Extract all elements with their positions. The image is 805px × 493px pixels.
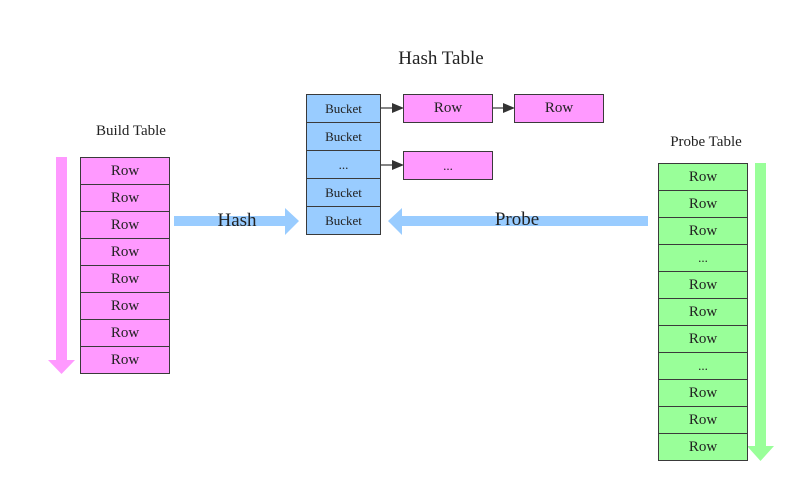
build-table-row: Row [80,265,170,293]
hash-bucket: Bucket [306,178,381,207]
probe-table-row: Row [658,325,748,353]
probe-table-title: Probe Table [670,134,742,150]
probe-scan-arrow [747,163,774,461]
probe-table-row: ... [658,352,748,380]
chain-link-row1-row2 [492,103,515,113]
chain-link-bucket2-ellipsis [380,160,404,170]
chain-link-bucket0-row1 [380,103,404,113]
build-table-row: Row [80,184,170,212]
chain-entry: ... [403,151,493,180]
build-scan-arrow [48,157,75,374]
hash-table-title: Hash Table [398,48,484,69]
probe-arrow-label: Probe [494,209,540,230]
probe-table-row: Row [658,379,748,407]
build-table-row: Row [80,292,170,320]
chain-entry: Row [403,94,493,123]
hash-bucket: ... [306,150,381,179]
hash-arrow-label: Hash [217,210,257,231]
probe-table-row: Row [658,217,748,245]
build-table-row: Row [80,346,170,374]
probe-table-row: Row [658,163,748,191]
build-table-row: Row [80,211,170,239]
probe-table-row: Row [658,298,748,326]
probe-table-row: Row [658,190,748,218]
hash-bucket: Bucket [306,122,381,151]
probe-arrow [388,208,648,235]
probe-table-row: Row [658,406,748,434]
build-table-row: Row [80,319,170,347]
probe-table-row: Row [658,271,748,299]
hash-bucket: Bucket [306,94,381,123]
probe-table-row: ... [658,244,748,272]
chain-entry: Row [514,94,604,123]
build-table-title: Build Table [96,123,166,139]
hash-arrow [174,208,299,235]
hash-bucket: Bucket [306,206,381,235]
probe-table-row: Row [658,433,748,461]
build-table-row: Row [80,157,170,185]
build-table-row: Row [80,238,170,266]
